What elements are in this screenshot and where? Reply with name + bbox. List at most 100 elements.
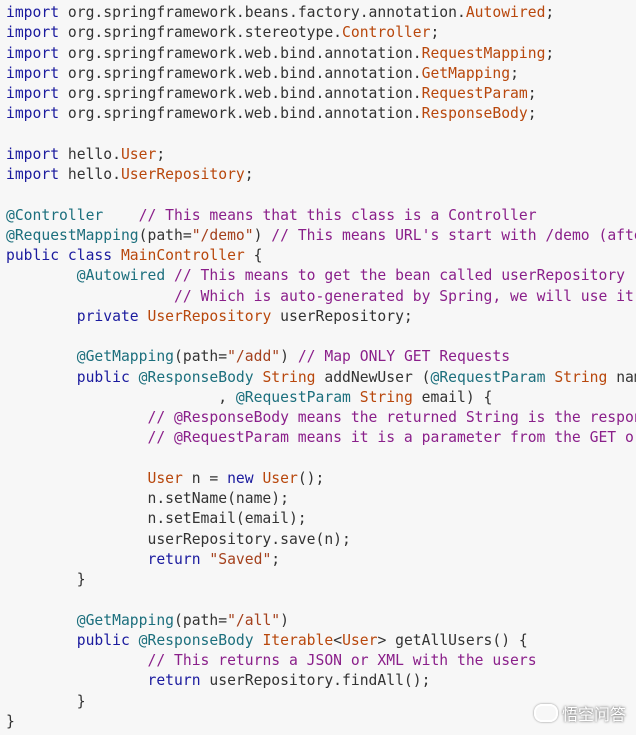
code-line	[6, 185, 636, 205]
code-token: new	[227, 469, 254, 487]
code-line: , @RequestParam String email) {	[6, 388, 636, 408]
code-token: ResponseBody	[421, 105, 528, 123]
code-token	[130, 632, 139, 649]
code-token: // This means that this class is a Contr…	[138, 206, 537, 224]
code-token: return	[147, 550, 201, 568]
code-token: User	[120, 145, 157, 163]
code-line: import hello.User;	[6, 145, 636, 165]
code-token: (path=	[174, 348, 228, 366]
code-line: @RequestMapping(path="/demo") // This me…	[6, 226, 636, 246]
code-editor: import org.springframework.beans.factory…	[6, 3, 636, 732]
code-token: import	[6, 4, 60, 21]
code-token	[6, 470, 147, 487]
code-line: return userRepository.findAll();	[6, 671, 636, 691]
code-line: // @RequestParam means it is a parameter…	[6, 428, 636, 448]
code-line: // @ResponseBody means the returned Stri…	[6, 408, 636, 428]
code-token: @GetMapping	[76, 611, 175, 629]
code-token: org.springframework.web.bind.annotation.	[59, 44, 422, 62]
code-line: import org.springframework.web.bind.anno…	[6, 84, 636, 104]
code-token	[6, 348, 77, 365]
code-token: import	[6, 145, 60, 163]
code-token: userRepository.save(n);	[6, 530, 351, 548]
code-line: return "Saved";	[6, 550, 636, 570]
code-token: String	[262, 368, 316, 386]
code-line: @Autowired // This means to get the bean…	[6, 266, 636, 286]
code-token: n.setEmail(email);	[6, 510, 307, 528]
code-token: org.springframework.stereotype.	[59, 24, 343, 42]
code-token: RequestParam	[421, 85, 528, 102]
code-token	[6, 632, 77, 649]
code-token: public	[76, 631, 130, 649]
code-token: ;	[430, 24, 440, 42]
code-line: }	[6, 712, 636, 732]
code-token: private	[76, 307, 139, 325]
code-token	[103, 207, 138, 224]
code-token: // This returns a JSON or XML with the u…	[147, 652, 537, 669]
code-line: import org.springframework.web.bind.anno…	[6, 104, 636, 124]
watermark: 悟空问答	[533, 701, 626, 725]
code-line: public @ResponseBody Iterable<User> getA…	[6, 631, 636, 651]
code-token: User	[342, 631, 378, 649]
code-token	[6, 551, 147, 568]
code-line: // Which is auto-generated by Spring, we…	[6, 287, 636, 307]
code-token	[6, 429, 147, 446]
code-token: class	[67, 247, 113, 264]
code-line: @Controller // This means that this clas…	[6, 206, 636, 226]
code-token: // @RequestParam means it is a parameter…	[147, 429, 636, 447]
code-line: n.setEmail(email);	[6, 509, 636, 529]
code-token	[545, 369, 554, 386]
code-token: RequestMapping	[421, 44, 546, 62]
code-token: String	[554, 368, 608, 386]
code-line: public class MainController {	[6, 246, 636, 266]
code-token: import	[6, 85, 60, 102]
code-token: org.springframework.beans.factory.annota…	[59, 4, 466, 21]
code-token: @RequestMapping	[6, 226, 139, 244]
code-line: private UserRepository userRepository;	[6, 307, 636, 327]
code-token: @ResponseBody	[138, 631, 254, 649]
code-token	[6, 267, 77, 284]
code-token: org.springframework.web.bind.annotation.	[59, 105, 422, 123]
code-line: import org.springframework.beans.factory…	[6, 3, 636, 23]
code-line: userRepository.save(n);	[6, 530, 636, 550]
code-token: @ResponseBody	[138, 368, 254, 386]
code-token: addNewUser (	[315, 368, 431, 386]
code-token	[59, 247, 68, 264]
code-token: import	[6, 166, 60, 183]
code-token: User	[262, 469, 298, 487]
code-token: return	[147, 672, 201, 690]
code-token: @RequestParam	[235, 388, 351, 406]
code-token: import	[6, 64, 60, 82]
code-token: // Which is auto-generated by Spring, we…	[174, 287, 634, 305]
code-token: userRepository.findAll();	[200, 672, 431, 690]
code-token: ;	[545, 44, 555, 62]
code-token: "Saved"	[209, 550, 272, 568]
code-line	[6, 125, 636, 145]
code-token: )	[280, 348, 298, 366]
code-token: ;	[545, 4, 555, 21]
code-token	[6, 369, 77, 386]
code-token: import	[6, 44, 60, 62]
code-token: // This means URL's start with /demo (af…	[271, 226, 636, 244]
code-token	[351, 389, 360, 406]
code-token: "/all"	[227, 611, 281, 629]
code-line: }	[6, 570, 636, 590]
code-line: public @ResponseBody String addNewUser (…	[6, 368, 636, 388]
code-token: // This means to get the bean called use…	[174, 267, 626, 285]
code-token: ;	[156, 145, 166, 163]
code-token: n =	[182, 469, 228, 487]
code-line: import org.springframework.web.bind.anno…	[6, 64, 636, 84]
code-token: public	[6, 247, 60, 264]
code-line: @GetMapping(path="/all")	[6, 611, 636, 631]
code-token: ;	[527, 105, 537, 123]
code-token: ;	[510, 64, 519, 82]
code-token: > getAllUsers() {	[377, 631, 528, 649]
code-token	[112, 247, 121, 264]
code-token: @Controller	[6, 206, 104, 224]
code-token: }	[6, 712, 15, 730]
code-token: @GetMapping	[76, 348, 175, 366]
code-token: import	[6, 105, 60, 123]
code-token: (path=	[138, 226, 192, 244]
code-token: ;	[271, 550, 281, 568]
code-token: org.springframework.web.bind.annotation.	[59, 85, 422, 102]
code-token: userRepository;	[271, 307, 413, 325]
